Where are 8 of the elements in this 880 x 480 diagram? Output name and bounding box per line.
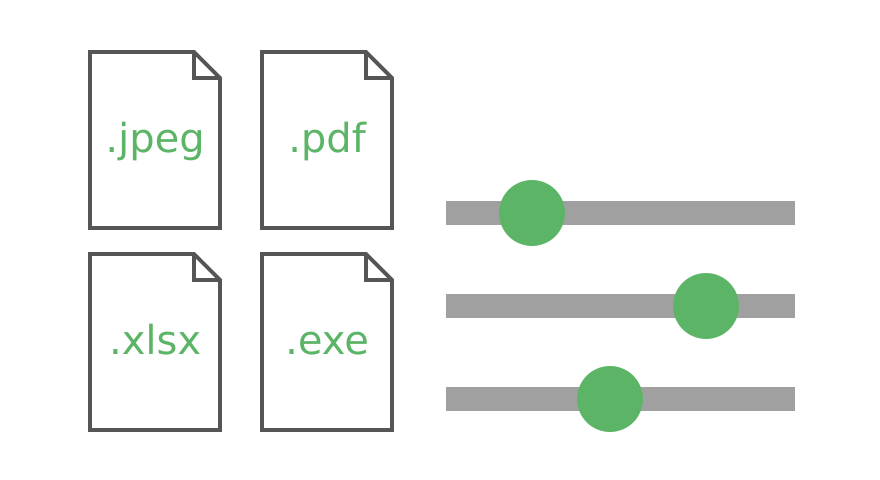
document-page xyxy=(260,252,394,432)
document-page xyxy=(260,50,394,230)
document-page xyxy=(88,50,222,230)
file-extension: .xlsx xyxy=(108,318,202,364)
file-extension: .jpeg xyxy=(104,116,206,162)
file-extension: .pdf xyxy=(287,116,368,162)
document-page xyxy=(88,252,222,432)
file-extension: .exe xyxy=(284,318,370,364)
